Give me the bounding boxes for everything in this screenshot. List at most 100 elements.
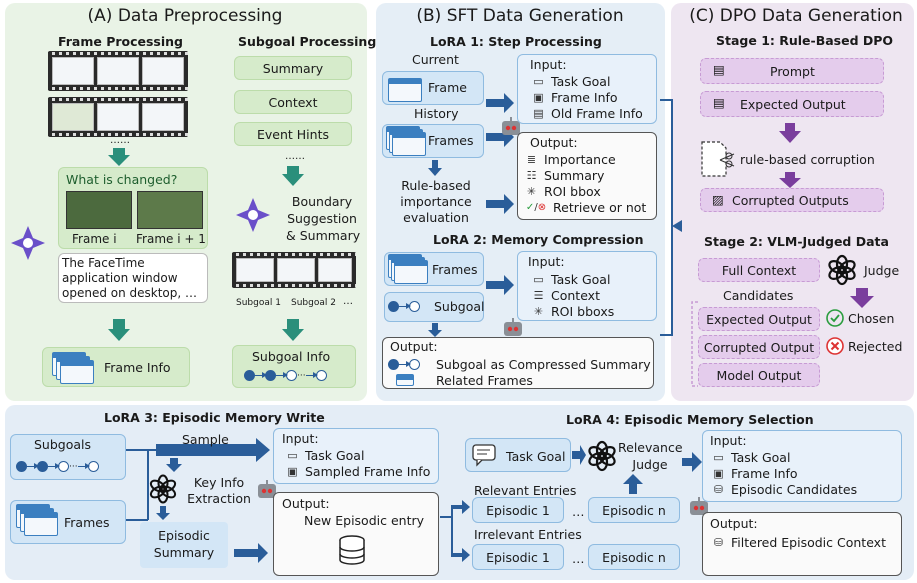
episodic-summary-line-2: Summary: [153, 545, 215, 560]
relevant-episodic-n: Episodic n: [588, 497, 680, 523]
input-label: Input:: [282, 431, 319, 446]
chat-icon: [472, 444, 496, 467]
frames-label: Frames: [428, 133, 474, 148]
current-label: Current: [412, 52, 459, 67]
irrelevant-episodic-n: Episodic n: [588, 544, 680, 570]
key-info-line-2: Extraction: [187, 491, 251, 506]
task-goal-label: Task Goal: [551, 73, 611, 89]
episodic-summary-box: [140, 522, 228, 568]
film-strip-2: [48, 97, 188, 137]
summary-icon: ☷: [526, 168, 537, 182]
task-goal-label: Task Goal: [506, 449, 566, 464]
right-arrow: [682, 452, 702, 472]
relevant-episodic-1: Episodic 1: [472, 497, 564, 523]
output-label: Output:: [530, 135, 578, 150]
old-window-icon: ▤: [533, 106, 544, 120]
history-label: History: [414, 106, 459, 121]
database-icon: ⛁: [713, 482, 724, 496]
lora2-output-box: [382, 337, 654, 389]
lora2-heading: LoRA 2: Memory Compression: [433, 232, 644, 247]
rule-eval-line-3: evaluation: [403, 210, 469, 225]
right-arrow: [572, 445, 586, 465]
importance-label: Importance: [544, 151, 616, 167]
relevance-line-1: Relevance: [618, 440, 683, 455]
task-goal-label: Task Goal: [731, 449, 791, 465]
panel-c-title: (C) DPO Data Generation: [689, 6, 903, 26]
boundary-line-2: Suggestion: [287, 211, 357, 226]
importance-icon: ≣: [526, 152, 537, 166]
subgoal-info-label: Subgoal Info: [252, 349, 331, 364]
summary-box: Summary: [234, 56, 352, 80]
corruption-label: rule-based corruption: [740, 152, 875, 167]
candidates-label: Candidates: [723, 288, 794, 303]
up-arrow: [623, 474, 643, 494]
down-arrow: [850, 288, 874, 308]
caption-line-1: The FaceTime: [62, 256, 145, 270]
prompt-label: Prompt: [770, 64, 815, 79]
subgoal-chain-icon: ···: [16, 461, 99, 472]
database-icon: ⛁: [713, 535, 724, 549]
chat-icon: ▭: [713, 450, 724, 464]
summary-label: Summary: [544, 167, 605, 183]
subgoal-1-label: Subgoal 1: [236, 298, 281, 308]
subgoals-box: [10, 434, 126, 480]
expected-output-box: [700, 91, 884, 117]
lora1-input-box: [517, 54, 657, 124]
key-info-line-1: Key Info: [193, 475, 245, 490]
frame-window-icon: [388, 78, 422, 102]
full-context-box: Full Context: [698, 258, 820, 282]
episodic-summary-line-1: Episodic: [158, 528, 210, 543]
subgoals-label: Subgoals: [34, 437, 92, 452]
rejected-label: Rejected: [848, 339, 903, 354]
window-icon: ▣: [287, 464, 298, 478]
subgoal-label: Subgoal: [434, 299, 485, 314]
check-cross-icon: ✓/⊗: [525, 201, 547, 213]
frames-label: Frames: [432, 262, 478, 277]
task-goal-label: Task Goal: [305, 447, 365, 463]
subgoal-info-box: [232, 345, 356, 388]
down-arrow: [779, 123, 801, 143]
doc-icon: ▤: [713, 62, 725, 77]
boundary-line-1: Boundary: [291, 194, 353, 209]
caption-line-2: application window: [62, 271, 178, 285]
lora1-output-box: [517, 132, 657, 220]
stage1-heading: Stage 1: Rule-Based DPO: [716, 33, 894, 48]
subgoal-film-strip: [232, 252, 356, 288]
lora1-heading: LoRA 1: Step Processing: [430, 34, 602, 49]
down-arrow: [779, 172, 801, 188]
filtered-episodic-context-label: Filtered Episodic Context: [731, 534, 886, 550]
lora3-input-box: [273, 428, 439, 484]
output-label: Output:: [390, 339, 438, 354]
film-strip-1: [48, 51, 188, 91]
sampled-frame-info-label: Sampled Frame Info: [305, 463, 431, 479]
down-arrow: [108, 319, 130, 341]
check-icon: [826, 309, 844, 327]
robot-icon: [258, 480, 276, 498]
candidates-bracket: [691, 301, 698, 387]
roi-icon: ✳: [533, 304, 544, 318]
down-arrow: [156, 506, 170, 520]
subgoal-processing-heading: Subgoal Processing: [238, 34, 377, 49]
relevance-line-2: Judge: [632, 457, 668, 472]
roi-bboxs-label: ROI bboxs: [551, 303, 615, 319]
candidate-model-output: Model Output: [698, 363, 820, 387]
ellipsis: …: [572, 551, 585, 566]
rule-eval-line-1: Rule-based: [401, 178, 471, 193]
chat-icon: ▭: [533, 74, 544, 88]
subgoal-2-label: Subgoal 2: [291, 298, 336, 308]
roi-icon: ✳: [526, 184, 537, 198]
frame-i-thumbnail: [66, 191, 132, 229]
robot-icon: [502, 117, 520, 135]
output-label: Output:: [710, 516, 758, 531]
expected-output-label: Expected Output: [740, 97, 846, 112]
context-box: Context: [234, 90, 352, 114]
subgoal-chain-icon: ···: [244, 370, 327, 381]
ellipsis: …: [343, 296, 353, 307]
old-frame-info-label: Old Frame Info: [551, 105, 643, 121]
event-hints-box: Event Hints: [234, 122, 352, 146]
output-split-arrows: [440, 500, 470, 562]
down-arrow: [282, 319, 304, 341]
relevance-judge-icon: [588, 440, 616, 472]
context-label: Context: [551, 287, 600, 303]
subgoal-chain-icon: [388, 359, 420, 370]
